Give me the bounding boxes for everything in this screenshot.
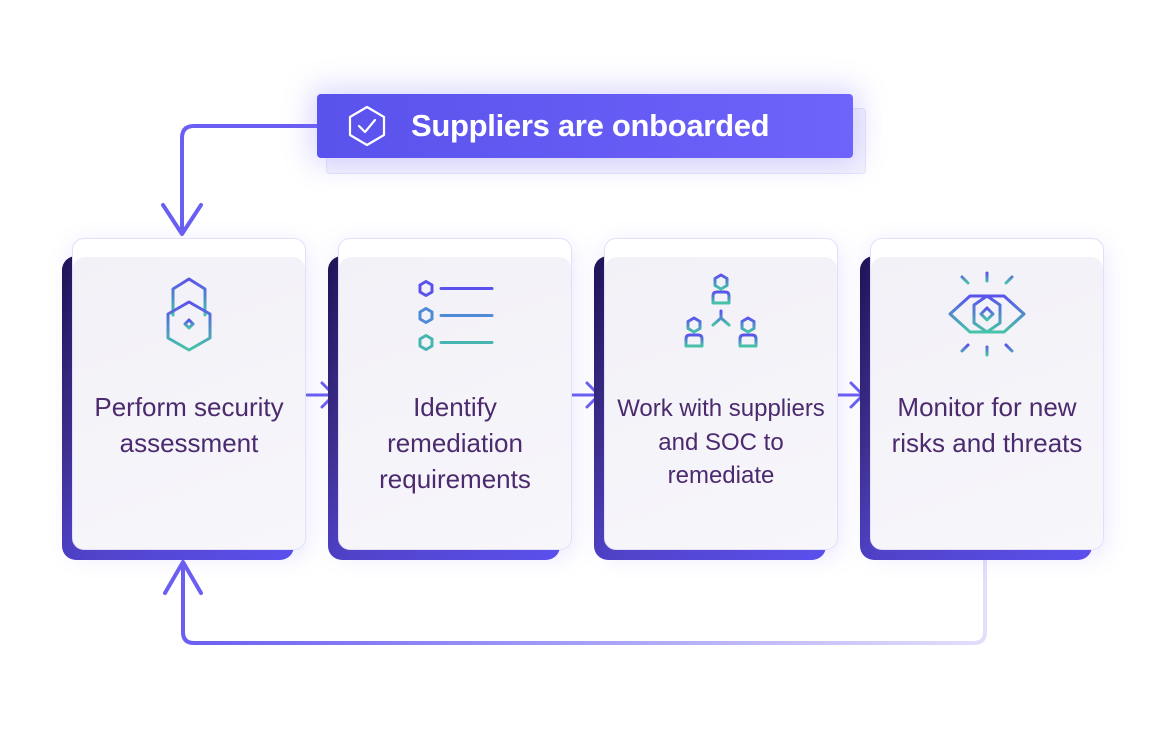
onboarded-banner: Suppliers are onboarded: [317, 94, 853, 158]
step-card-security-assessment: Perform security assessment: [62, 238, 306, 560]
onboard-connector-line: [180, 124, 318, 234]
hexagon-lock-icon: [166, 277, 212, 352]
banner-label: Suppliers are onboarded: [411, 108, 770, 143]
eye-monitor-icon: [948, 271, 1026, 357]
step-label: Work with suppliers and SOC to remediate: [617, 395, 825, 489]
step-card-remediation-requirements: Identify remediation requirements: [328, 238, 572, 560]
down-arrowhead-icon: [161, 203, 203, 236]
step-label: Identify remediation requirements: [379, 392, 531, 494]
step-card-monitor-risks: Monitor for new risks and threats: [860, 238, 1104, 560]
hexagon-checklist-icon: [418, 280, 494, 351]
up-arrowhead-icon: [163, 560, 203, 595]
hexagon-check-icon: [348, 105, 386, 147]
card-face: Identify remediation requirements: [338, 238, 572, 550]
card-face: Perform security assessment: [72, 238, 306, 550]
step-label: Perform security assessment: [94, 392, 284, 458]
step-card-work-with-suppliers: Work with suppliers and SOC to remediate: [594, 238, 838, 560]
card-face: Work with suppliers and SOC to remediate: [604, 238, 838, 550]
people-hierarchy-icon: [684, 273, 758, 348]
step-label: Monitor for new risks and threats: [891, 392, 1083, 458]
feedback-loop-line: [181, 548, 987, 645]
card-face: Monitor for new risks and threats: [870, 238, 1104, 550]
